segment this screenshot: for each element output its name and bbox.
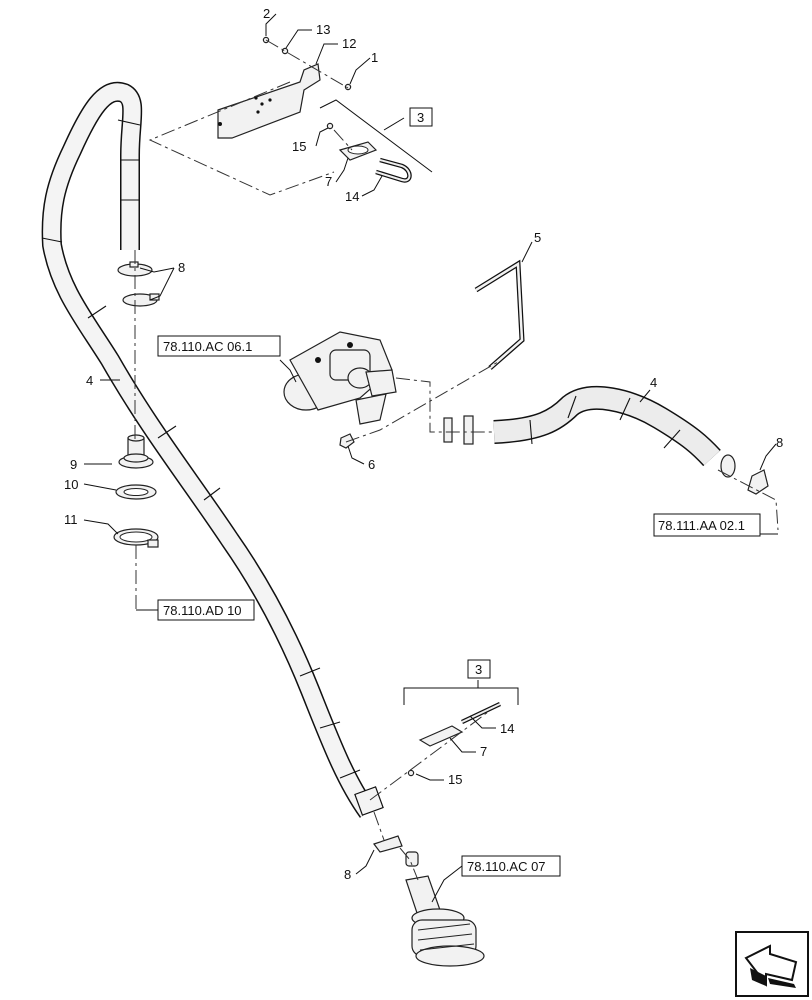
ref-box-ad10[interactable]: 78.110.AD 10 (157, 599, 255, 621)
nut-15-bottom (407, 769, 415, 777)
callout-12: 12 (342, 36, 356, 51)
spacer-left (443, 417, 453, 443)
callout-8-right: 8 (776, 435, 783, 450)
hose-long (41, 81, 384, 818)
clamp-right-a (720, 454, 736, 478)
callout-2: 2 (263, 6, 270, 21)
next-page-arrow-icon[interactable] (735, 931, 809, 997)
seal-10 (115, 484, 157, 500)
callout-5: 5 (534, 230, 541, 245)
pump-assembly (405, 875, 485, 967)
callout-8-bottom: 8 (344, 867, 351, 882)
callout-4-right: 4 (650, 375, 657, 390)
ref-ac06-label: 78.110.AC 06.1 (163, 339, 252, 354)
assembly-lines (134, 39, 779, 881)
spacer-right (463, 415, 474, 445)
ref-ac07-label: 78.110.AC 07 (467, 859, 546, 874)
ref-box-ac06[interactable]: 78.110.AC 06.1 (157, 335, 281, 357)
callout-6: 6 (368, 457, 375, 472)
group-3-box-top: 3 (409, 107, 433, 127)
callout-7-top: 7 (325, 174, 332, 189)
clamp-7-top (338, 141, 378, 161)
ref-box-aa02[interactable]: 78.111.AA 02.1 (653, 513, 761, 537)
group-3-top-label: 3 (417, 110, 424, 125)
clamp-upper-pair (117, 261, 160, 307)
clamp-7-bottom (418, 725, 464, 747)
clamp-right-b (747, 469, 769, 495)
nut-15-top (326, 122, 334, 130)
fitting-9 (118, 434, 154, 469)
ref-box-ac07[interactable]: 78.110.AC 07 (461, 855, 561, 877)
callout-7-bottom: 7 (480, 744, 487, 759)
ubolt-14-top (375, 157, 412, 183)
callout-labels: 2 13 12 1 15 7 14 8 4 9 10 11 5 6 4 8 14… (64, 6, 783, 882)
washer-13 (281, 47, 289, 55)
group-bracket-bottom (403, 680, 519, 705)
hose-right (493, 386, 721, 467)
callout-13: 13 (316, 22, 330, 37)
callout-8-top: 8 (178, 260, 185, 275)
bracket-12 (217, 63, 321, 139)
clamp-11 (113, 528, 159, 548)
callout-4-left: 4 (86, 373, 93, 388)
ubolt-14-bottom (461, 701, 501, 725)
group-3-box-bottom: 3 (467, 659, 491, 679)
nut-1 (344, 83, 352, 91)
callout-1: 1 (371, 50, 378, 65)
group-3-bottom-label: 3 (475, 662, 482, 677)
nut-6 (339, 433, 355, 449)
callout-9: 9 (70, 457, 77, 472)
group-bracket-top (319, 99, 433, 173)
callout-11: 11 (64, 512, 78, 527)
valve-assembly (283, 331, 397, 425)
callout-14-top: 14 (345, 189, 359, 204)
callout-15-bottom: 15 (448, 772, 462, 787)
callout-10: 10 (64, 477, 78, 492)
rod-5 (474, 259, 525, 370)
callout-15-top: 15 (292, 139, 306, 154)
callout-14-bottom: 14 (500, 721, 514, 736)
fitting-lower (405, 851, 419, 867)
leader-lines (83, 13, 778, 903)
ref-aa02-label: 78.111.AA 02.1 (658, 518, 745, 533)
clamp-lower-8 (373, 835, 403, 853)
ref-ad10-label: 78.110.AD 10 (163, 603, 242, 618)
